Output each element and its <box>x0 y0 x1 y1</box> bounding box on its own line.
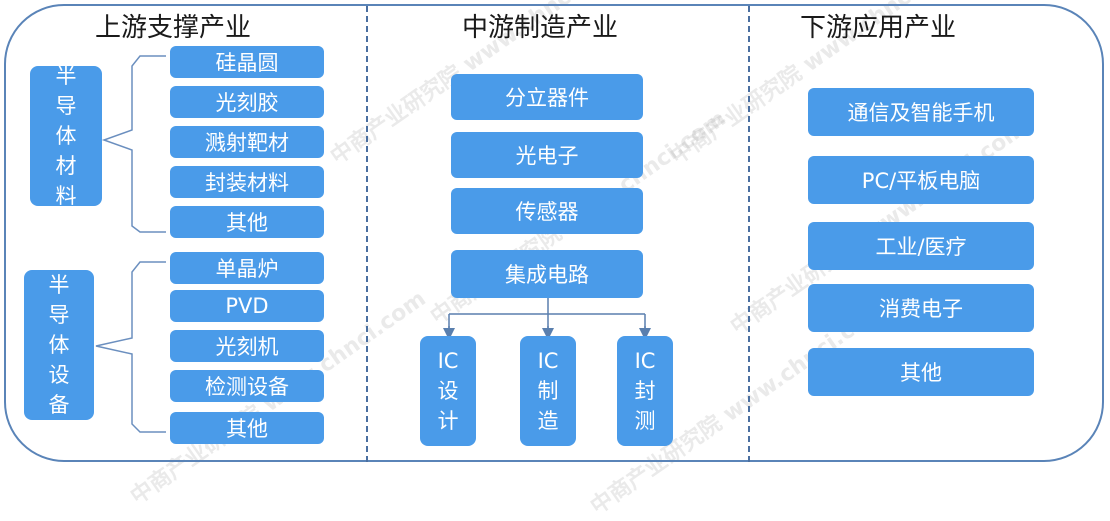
upstream-title: 上游支撑产业 <box>95 13 252 43</box>
column-divider <box>748 6 750 462</box>
materials-item: 光刻胶 <box>170 86 324 118</box>
materials-item: 其他 <box>170 206 324 238</box>
equipment-item: PVD <box>170 290 324 322</box>
midstream-item: 传感器 <box>451 188 643 234</box>
diagram-frame <box>4 4 1104 462</box>
materials-item: 溅射靶材 <box>170 126 324 158</box>
ic-tree <box>448 298 646 332</box>
column-divider <box>366 6 368 462</box>
materials-item: 硅晶圆 <box>170 46 324 78</box>
materials-item: 封装材料 <box>170 166 324 198</box>
ic-sub-box: IC封测 <box>617 336 673 446</box>
connector-lines <box>95 55 651 433</box>
ic-sub-box: IC制造 <box>520 336 576 446</box>
equipment-label: 半导体设备 <box>48 273 70 417</box>
ic-sub-box: IC设计 <box>420 336 476 446</box>
equipment-label-box: 半导体设备 <box>24 270 94 420</box>
equipment-item: 单晶炉 <box>170 252 324 284</box>
ic-sub-label: IC制造 <box>537 349 559 433</box>
equipment-item: 检测设备 <box>170 370 324 402</box>
ic-sub-label: IC设计 <box>437 349 459 433</box>
materials-label-box: 半导体材料 <box>30 64 102 208</box>
midstream-title: 中游制造产业 <box>462 13 619 43</box>
downstream-item: 其他 <box>808 348 1034 396</box>
downstream-item: 工业/医疗 <box>808 222 1034 270</box>
materials-brace <box>101 55 166 233</box>
downstream-title: 下游应用产业 <box>800 13 957 43</box>
ic-sub-label: IC封测 <box>634 349 656 433</box>
midstream-item: 光电子 <box>451 132 643 178</box>
downstream-item: 消费电子 <box>808 284 1034 332</box>
equipment-brace <box>95 261 166 433</box>
midstream-item: 集成电路 <box>451 250 643 298</box>
materials-label: 半导体材料 <box>55 64 77 208</box>
downstream-item: PC/平板电脑 <box>808 156 1034 204</box>
equipment-item: 其他 <box>170 412 324 444</box>
downstream-item: 通信及智能手机 <box>808 88 1034 136</box>
midstream-item: 分立器件 <box>451 74 643 120</box>
equipment-item: 光刻机 <box>170 330 324 362</box>
